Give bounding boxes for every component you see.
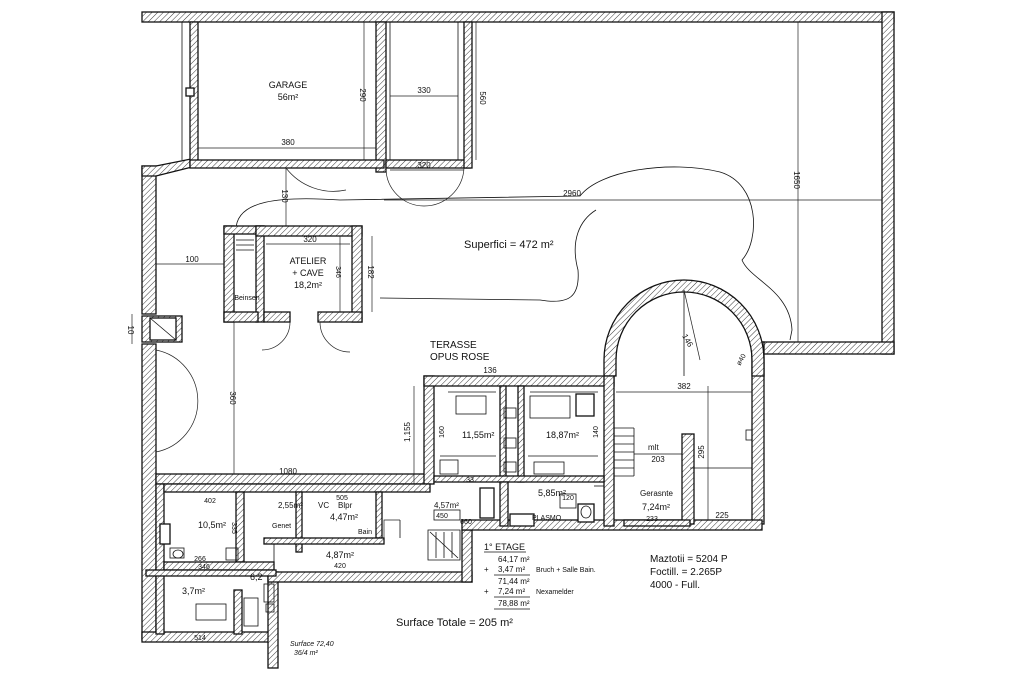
dim-346: 346 [334, 266, 341, 278]
surface-totale: Surface Totale = 205 m² [396, 617, 513, 629]
garage-area: 56m² [278, 92, 299, 102]
dim-130: 130 [280, 189, 289, 203]
dim-1155: 1,155 [403, 421, 412, 442]
dim-160: 160 [439, 426, 446, 438]
room-487: 4,87m² [326, 550, 354, 560]
etage-title: 1° ETAGE [484, 542, 525, 552]
dim-320-a: 320 [417, 161, 431, 170]
atelier-line1: ATELIER [290, 256, 327, 266]
dim-33: 33 [466, 477, 474, 484]
etage-plus2: + [484, 587, 489, 596]
bipr-label: Blpr [338, 501, 353, 510]
note-line3: 4000 - Full. [650, 580, 700, 591]
terasse-line2: OPUS ROSE [430, 352, 490, 363]
service-block [499, 481, 604, 527]
gerasnte-room [614, 427, 753, 527]
dim-560: 560 [478, 91, 487, 105]
dim-402: 402 [204, 498, 216, 505]
etage-plus1: + [484, 565, 489, 574]
dim-346-b: 346 [198, 564, 210, 571]
room-457: 4,57m² [434, 501, 459, 510]
dim-r40: ø40 [736, 353, 748, 367]
room-105: 10,5m² [198, 520, 226, 530]
dim-335: 335 [230, 522, 237, 534]
bain-label: Bain [358, 529, 372, 536]
dim-2960: 2960 [563, 189, 581, 198]
room-255: 2,55m² [278, 501, 303, 510]
lower-left-block [145, 483, 495, 635]
mlt-label: mlt [648, 443, 659, 452]
etage-line1: 64,17 m² [498, 555, 530, 564]
dim-182: 182 [366, 265, 375, 279]
dim-203: 203 [651, 455, 665, 464]
etage-line3: 71,44 m² [498, 577, 530, 586]
etage-summary: 1° ETAGE 64,17 m² + 3,47 m² Bruch + Sall… [484, 542, 596, 610]
dim-660: 660 [460, 519, 472, 526]
etage-line4-label: Nexamelder [536, 589, 574, 596]
dim-505: 505 [336, 495, 348, 502]
dim-420: 420 [334, 563, 346, 570]
room-724: 7,24m² [642, 502, 670, 512]
atelier-line2: + CAVE [292, 268, 324, 278]
note-line2: Foctill. = 2.265P [650, 567, 722, 578]
etage-line5: 78,88 m² [498, 599, 530, 608]
garage-name: GARAGE [269, 80, 308, 90]
gerasnte-label: Gerasnte [640, 489, 673, 498]
dim-295: 295 [697, 445, 706, 459]
atelier-area: 18,2m² [294, 280, 322, 290]
plasmo-label: PLASMO [532, 515, 562, 522]
room-585: 5,85m² [538, 488, 566, 498]
dim-290: 290 [358, 88, 367, 102]
atelier [223, 225, 363, 353]
dim-136: 136 [483, 366, 497, 375]
vc-label: VC [318, 501, 329, 510]
dim-146: 146 [680, 333, 695, 350]
dim-382: 382 [677, 382, 691, 391]
terasse-line1: TERASSE [430, 340, 477, 351]
dim-266: 266 [194, 556, 206, 563]
dim-330: 330 [417, 86, 431, 95]
signature-note-1: Surface 72,40 [290, 641, 334, 648]
dim-100: 100 [185, 255, 199, 264]
dim-514: 514 [194, 635, 206, 642]
room-62: 6,2 [250, 572, 263, 582]
genet-label: Genet [272, 523, 291, 530]
room-1155: 11,55m² [462, 430, 494, 440]
dim-233: 233 [646, 516, 658, 523]
dim-1080: 1080 [279, 467, 297, 476]
beinsen-label: Beinsen [234, 295, 259, 302]
etage-line2-label: Bruch + Salle Bain. [536, 567, 596, 574]
dim-10: 10 [126, 326, 135, 335]
dim-320-b: 320 [303, 235, 317, 244]
room-37: 3,7m² [182, 586, 205, 596]
note-line1: Maztotii = 5204 P [650, 554, 728, 565]
dim-360: 360 [228, 391, 237, 405]
room-447: 4,47m² [330, 512, 358, 522]
dim-140: 140 [593, 426, 600, 438]
etage-line4-value: 7,24 m² [498, 587, 525, 596]
dim-450: 450 [436, 513, 448, 520]
bedrooms-block [433, 375, 615, 527]
dim-225: 225 [715, 511, 729, 520]
room-1887: 18,87m² [546, 430, 579, 440]
garage [181, 21, 473, 173]
round-room: 146 ø40 [603, 279, 765, 377]
etage-line2-value: 3,47 m² [498, 565, 525, 574]
superficie-label: Superfici = 472 m² [464, 239, 554, 251]
dim-120: 120 [562, 495, 574, 502]
signature-note-2: 36/4 m² [294, 650, 318, 657]
dim-1650: 1650 [792, 171, 801, 189]
notes: Maztotii = 5204 P Foctill. = 2.265P 4000… [650, 554, 728, 591]
dim-380: 380 [281, 138, 295, 147]
